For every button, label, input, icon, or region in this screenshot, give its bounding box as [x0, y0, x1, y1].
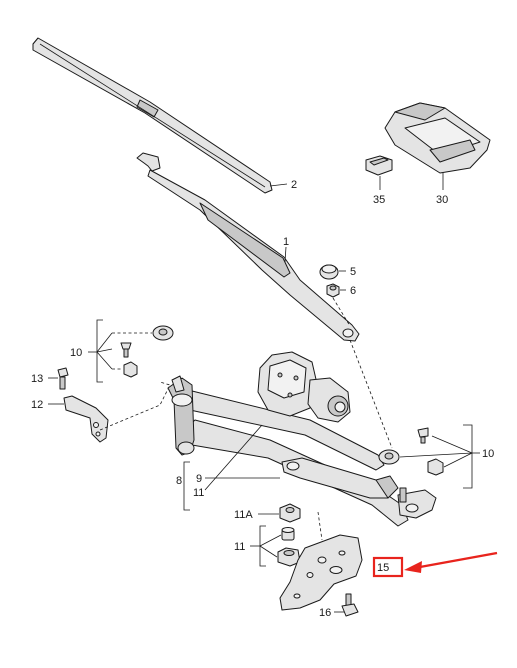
- callout-10-right: 10: [482, 448, 494, 460]
- nut[interactable]: [326, 283, 340, 298]
- bracket-group-right: [399, 424, 480, 489]
- highlight-box: [372, 556, 404, 578]
- grommet-upper-left[interactable]: [152, 325, 174, 341]
- bracket-group-left: [88, 319, 113, 383]
- wiper-blade[interactable]: [32, 37, 273, 194]
- callout-16: 16: [319, 607, 331, 619]
- nut-right[interactable]: [427, 458, 444, 476]
- callout-5: 5: [350, 266, 356, 278]
- bolt-13[interactable]: [57, 367, 69, 390]
- support-plate[interactable]: [279, 534, 363, 611]
- dash-bracket-line: [99, 381, 171, 431]
- callout-15[interactable]: 15: [377, 562, 389, 574]
- dash-arm-to-frame: [349, 339, 393, 449]
- leader-2: [269, 183, 288, 187]
- sensor-module[interactable]: [384, 102, 491, 174]
- bolt-16[interactable]: [341, 593, 359, 617]
- dash-plate-to-frame: [317, 511, 323, 541]
- cap[interactable]: [319, 264, 339, 280]
- bracket-group-8: [183, 424, 280, 511]
- callout-8: 8: [176, 475, 182, 487]
- leader-1: [284, 246, 287, 263]
- connector-plug[interactable]: [365, 155, 393, 176]
- callout-30: 30: [436, 194, 448, 206]
- spacer[interactable]: [281, 527, 295, 541]
- callout-11-mid: 11: [193, 487, 204, 499]
- callout-11a: 11A: [234, 509, 253, 521]
- bolt-left[interactable]: [120, 342, 132, 358]
- bracket-group-11: [250, 525, 282, 567]
- callout-10-left: 10: [70, 347, 82, 359]
- bolt-right[interactable]: [417, 427, 429, 444]
- wiper-arm[interactable]: [136, 152, 360, 342]
- grommet-right[interactable]: [378, 449, 400, 465]
- callout-9: 9: [196, 473, 202, 485]
- wiper-motor[interactable]: [257, 351, 351, 423]
- callout-2: 2: [291, 179, 297, 191]
- callout-1: 1: [283, 236, 289, 248]
- callout-12: 12: [31, 399, 43, 411]
- highlight-arrow-icon: [404, 551, 498, 573]
- callout-11-low: 11: [234, 541, 245, 553]
- linkage-frame[interactable]: [167, 375, 437, 527]
- callout-35: 35: [373, 194, 385, 206]
- callout-13: 13: [31, 373, 43, 385]
- nut-left[interactable]: [123, 361, 138, 378]
- nut-11a[interactable]: [279, 503, 301, 523]
- callout-6: 6: [350, 285, 356, 297]
- mount-bracket[interactable]: [63, 395, 109, 443]
